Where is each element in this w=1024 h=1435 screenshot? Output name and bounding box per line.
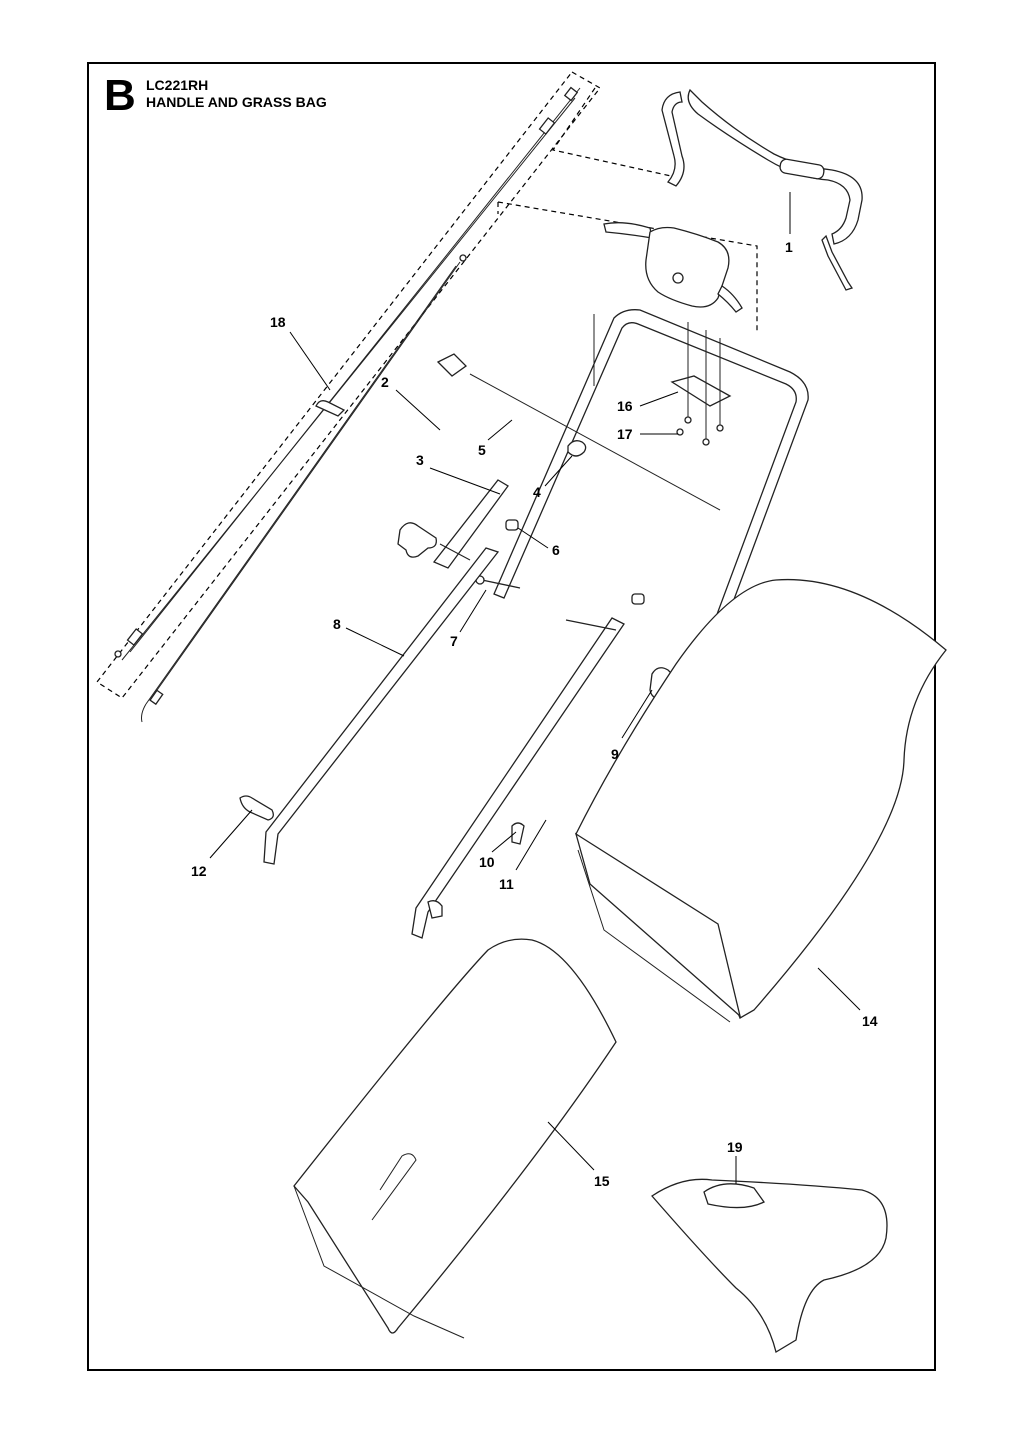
callout-8: 8 — [333, 616, 341, 632]
callout-12: 12 — [191, 863, 207, 879]
callout-1: 1 — [785, 239, 793, 255]
callout-17: 17 — [617, 426, 633, 442]
callout-5: 5 — [478, 442, 486, 458]
callout-4: 4 — [533, 484, 541, 500]
callout-15: 15 — [594, 1173, 610, 1189]
callout-6: 6 — [552, 542, 560, 558]
callout-18: 18 — [270, 314, 286, 330]
diagram-title: HANDLE AND GRASS BAG — [146, 94, 327, 110]
callout-labels: 1 2 3 4 5 6 7 8 9 10 11 12 14 15 16 17 1… — [191, 239, 878, 1189]
chute-19 — [651, 1178, 888, 1354]
model-name: LC221RH — [146, 77, 209, 93]
callout-3: 3 — [416, 452, 424, 468]
cable-18-group — [96, 71, 601, 699]
callout-10: 10 — [479, 854, 495, 870]
cable-2-group — [141, 201, 758, 723]
bag-frame-15 — [293, 938, 617, 1339]
grass-bag-14 — [574, 578, 947, 1023]
callout-2: 2 — [381, 374, 389, 390]
callout-14: 14 — [862, 1013, 878, 1029]
leader-lines — [209, 192, 861, 1184]
control-box — [603, 222, 743, 313]
upper-handle-1 — [552, 87, 863, 291]
callout-16: 16 — [617, 398, 633, 414]
handle-frame — [469, 309, 809, 665]
callout-7: 7 — [450, 633, 458, 649]
bracket-16 — [670, 322, 732, 446]
callout-19: 19 — [727, 1139, 743, 1155]
callout-11: 11 — [499, 876, 514, 892]
callout-9: 9 — [611, 746, 619, 762]
section-letter: B — [104, 71, 136, 120]
lower-tube-8 — [239, 547, 500, 865]
small-parts — [315, 353, 587, 589]
